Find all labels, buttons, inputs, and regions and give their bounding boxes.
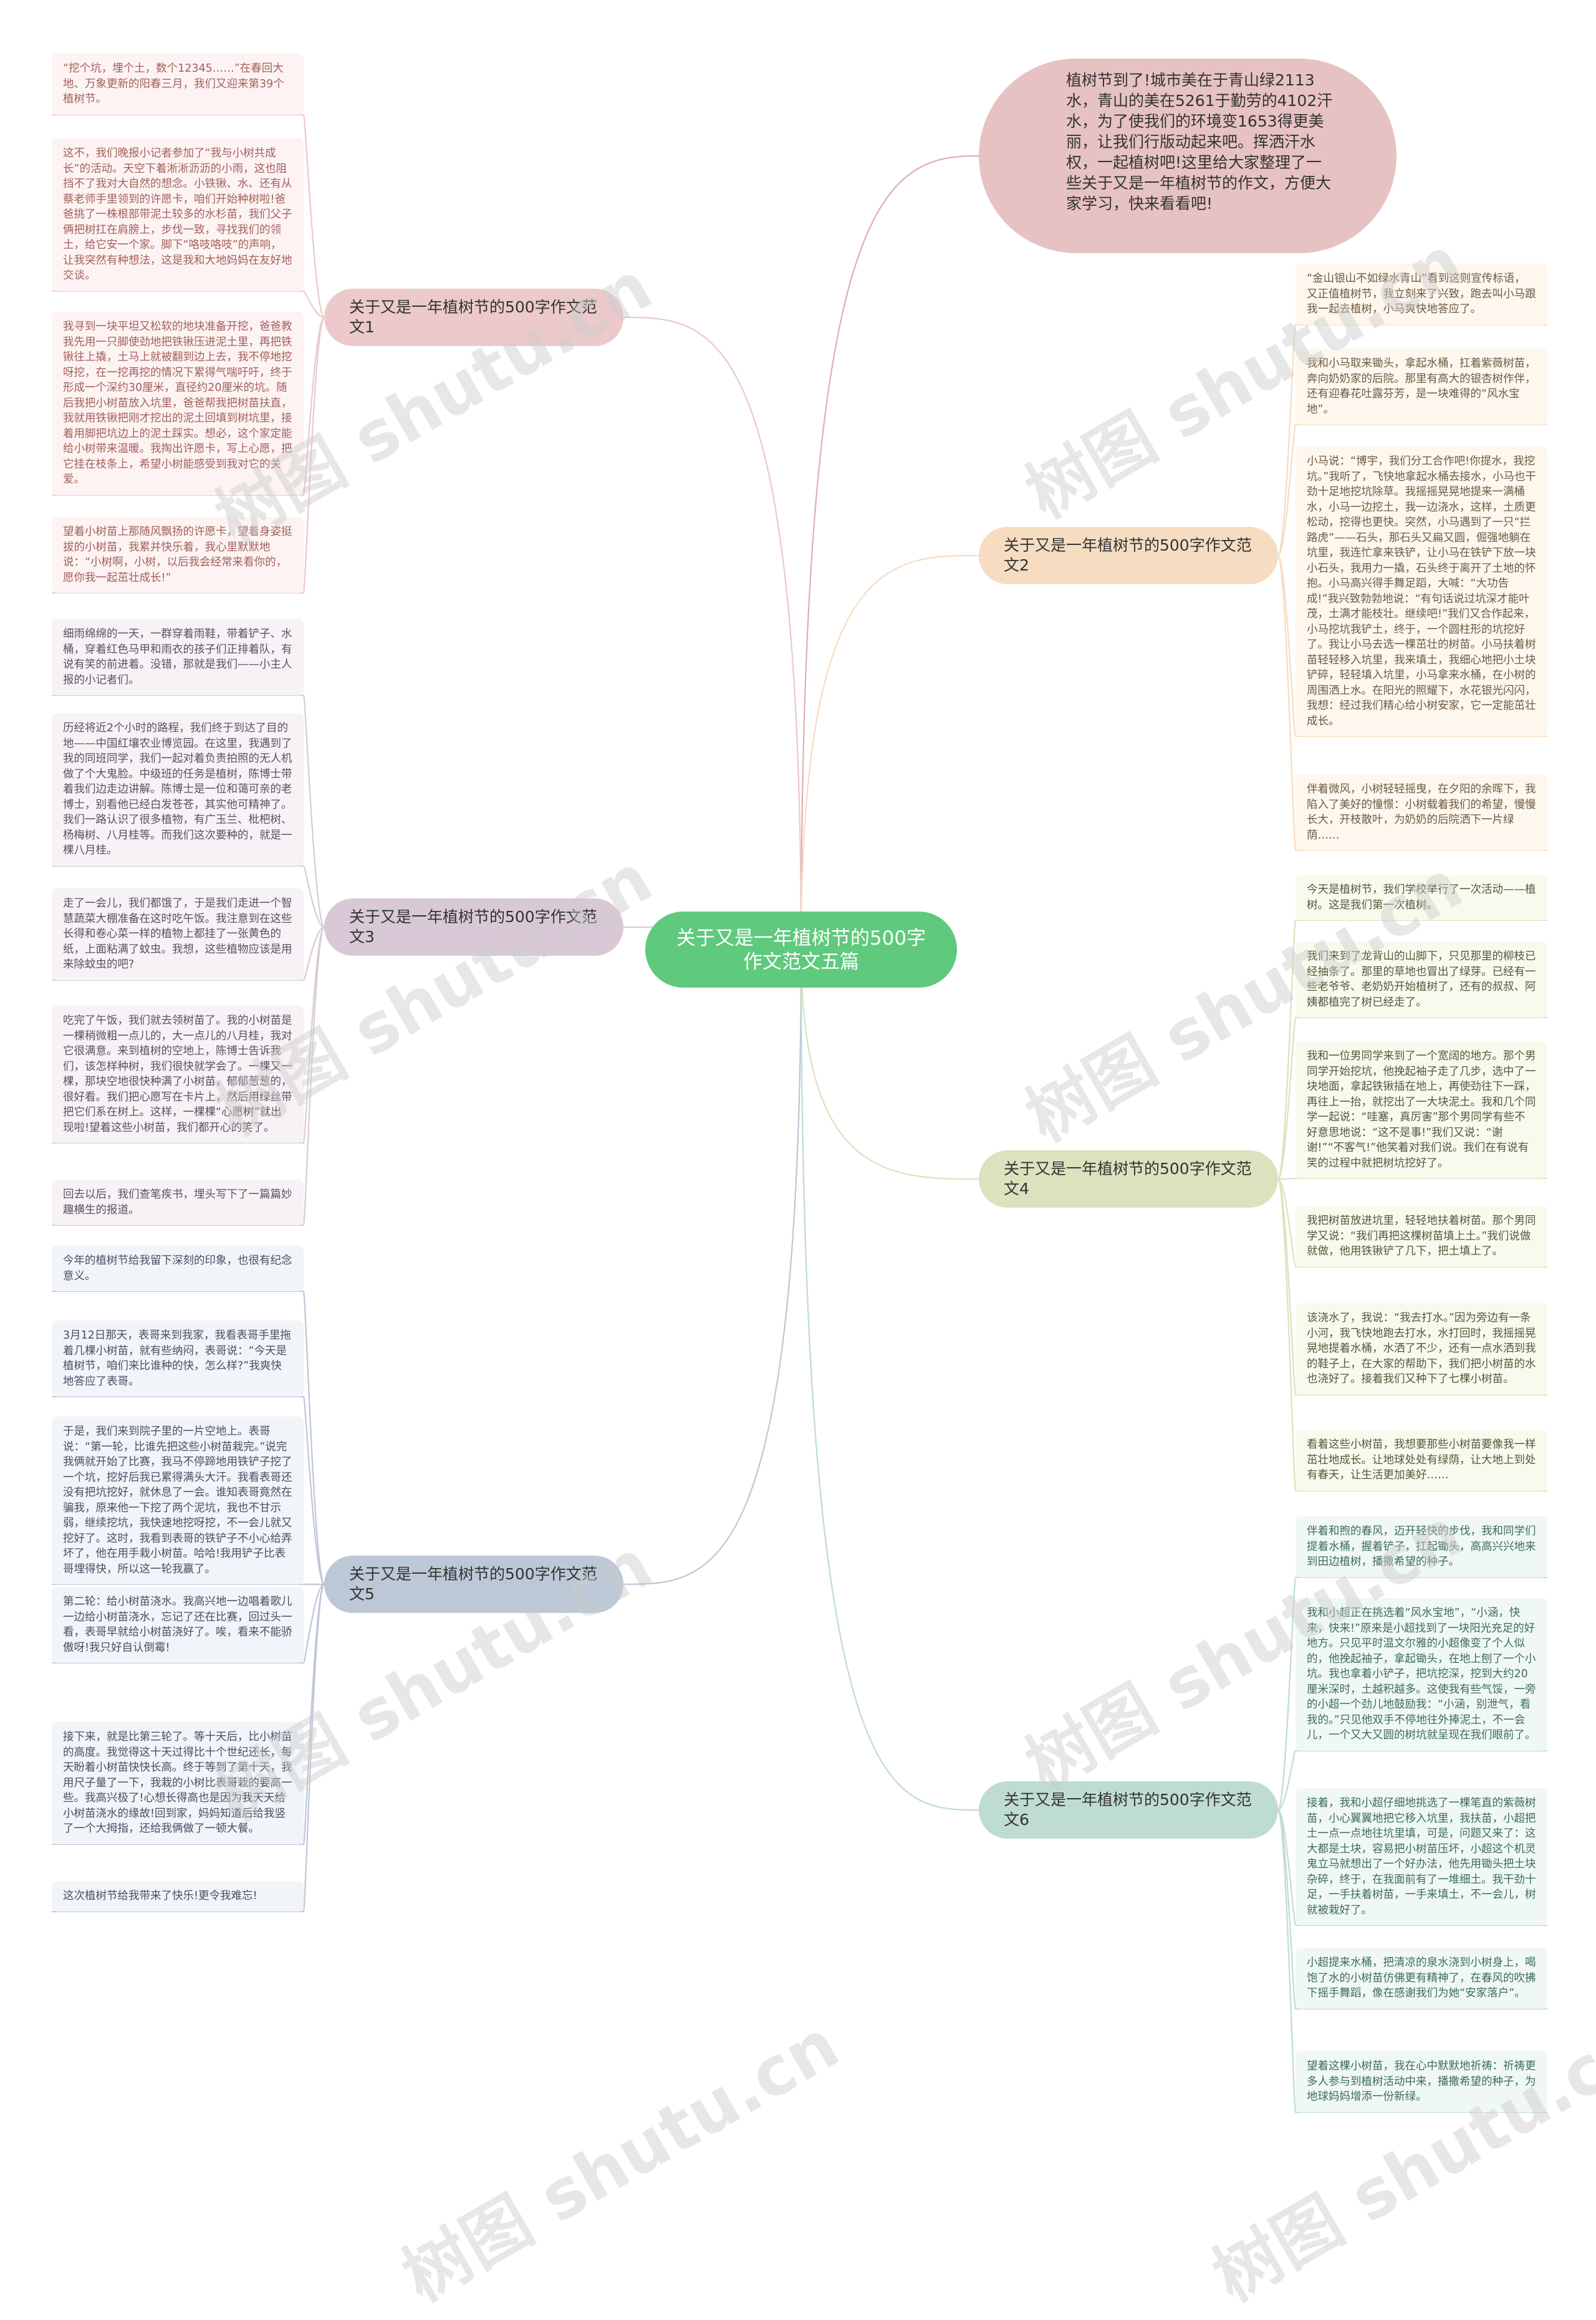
link-leaf (1277, 1178, 1297, 1492)
link-leaf (1277, 1177, 1296, 1180)
leaf-paragraph[interactable]: 走了一会儿，我们都饿了，于是我们走进一个智慧蔬菜大棚准备在这时吃午饭。我注意到在… (52, 888, 304, 980)
link-leaf (1277, 1576, 1297, 1811)
connector-lines (52, 113, 1547, 2114)
leaf-paragraph[interactable]: 小超提来水桶，把清凉的泉水浇到小树身上，喝饱了水的小树苗仿佛更有精神了，在春风的… (1296, 1948, 1547, 2009)
link-leaf (1277, 1016, 1297, 1180)
intro-node[interactable]: 植树节到了!城市美在于青山绿2113水，青山的美在5261于勤劳的4102汗水，… (979, 59, 1396, 253)
link-leaf (1277, 1809, 1297, 2010)
mind-map: 关于又是一年植树节的500字作文范文五篇 植树节到了!城市美在于青山绿2113水… (52, 54, 1596, 2317)
leaf-paragraph[interactable]: 伴着和煦的春风，迈开轻快的步伐，我和同学们提着水桶，握着铲子，扛起锄头，高高兴兴… (1296, 1516, 1547, 1577)
leaf-paragraph[interactable]: 这不，我们晚报小记者参加了“我与小树共成长”的活动。天空下着淅淅沥沥的小雨，这也… (52, 138, 304, 291)
leaf-paragraph[interactable]: 我和一位男同学来到了一个宽阔的地方。那个男同学开始挖坑，他挽起袖子走了几步，选中… (1296, 1041, 1547, 1178)
leaf-paragraph[interactable]: 这次植树节给我带来了快乐!更令我难忘! (52, 1881, 304, 1912)
leaf-paragraph[interactable]: 我把树苗放进坑里，轻轻地扶着树苗。那个男同学又说：“我们再把这棵树苗填上土。”我… (1296, 1206, 1547, 1267)
link-leaf (302, 926, 325, 1144)
leaf-paragraph[interactable]: 第二轮：给小树苗浇水。我高兴地一边唱着歌儿一边给小树苗浇水，忘记了还在比赛，回过… (52, 1587, 304, 1663)
link-leaf (1277, 919, 1297, 1180)
leaf-paragraph[interactable]: 回去以后，我们查笔疾书，埋头写下了一篇篇妙趣横生的报道。 (52, 1180, 304, 1225)
link-leaf (302, 926, 325, 1226)
branch-essay-3[interactable]: 关于又是一年植树节的500字作文范文3 (324, 898, 623, 956)
link-leaf (302, 316, 325, 594)
link-leaf (302, 1583, 325, 1846)
leaf-paragraph[interactable]: 今年的植树节给我留下深刻的印象，也很有纪念意义。 (52, 1246, 304, 1291)
link-leaf (302, 1395, 325, 1586)
leaf-paragraph[interactable]: 看着这些小树苗，我想要那些小树苗要像我一样茁壮地成长。让地球处处有绿荫，让大地上… (1296, 1430, 1547, 1491)
leaf-paragraph[interactable]: 今天是植树节，我们学校举行了一次活动——植树。这是我们第一次植树。 (1296, 875, 1547, 920)
link-branch-2 (800, 554, 979, 950)
leaf-paragraph[interactable]: 接着，我和小超仔细地挑选了一棵笔直的紫薇树苗，小心翼翼地把它移入坑里，我扶苗，小… (1296, 1788, 1547, 1925)
link-branch-1 (623, 316, 802, 950)
leaf-paragraph[interactable]: “金山银山不如绿水青山”看到这则宣传标语，又正值植树节，我立刻来了兴致，跑去叫小… (1296, 264, 1547, 325)
link-leaf (1277, 423, 1297, 557)
link-branch-5 (623, 949, 802, 1586)
leaf-paragraph[interactable]: 3月12日那天，表哥来到我家，我看表哥手里拖着几棵小树苗，就有些纳闷，表哥说：“… (52, 1321, 304, 1397)
leaf-paragraph[interactable]: 该浇水了，我说：“我去打水。”因为旁边有一条小河，我飞快地跑去打水，水打回时，我… (1296, 1303, 1547, 1395)
link-leaf (1277, 324, 1297, 557)
leaf-paragraph[interactable]: 我和小超正在挑选着“风水宝地”，“小涵，快来，快来!”原来是小超找到了一块阳光充… (1296, 1598, 1547, 1751)
leaf-paragraph[interactable]: 小马说：“博宇，我们分工合作吧!你提水，我挖坑。”我听了，飞快地拿起水桶去接水，… (1296, 446, 1547, 736)
link-leaf (302, 290, 325, 319)
link-leaf (1277, 554, 1297, 738)
leaf-paragraph[interactable]: 细雨绵绵的一天，一群穿着雨鞋，带着铲子、水桶，穿着红色马甲和雨衣的孩子们正排着队… (52, 619, 304, 695)
central-topic[interactable]: 关于又是一年植树节的500字作文范文五篇 (645, 912, 957, 988)
link-leaf (1277, 1809, 1297, 1927)
branch-essay-1[interactable]: 关于又是一年植树节的500字作文范文1 (324, 289, 623, 346)
link-leaf (302, 694, 325, 928)
branch-essay-6[interactable]: 关于又是一年植树节的500字作文范文6 (979, 1781, 1278, 1839)
link-leaf (302, 316, 325, 496)
link-leaf (302, 1583, 325, 1664)
branch-essay-4[interactable]: 关于又是一年植树节的500字作文范文4 (979, 1150, 1278, 1208)
leaf-paragraph[interactable]: 我寻到一块平坦又松软的地块准备开挖，爸爸教我先用一只脚使劲地把铁锹压进泥土里，再… (52, 312, 304, 495)
leaf-paragraph[interactable]: 望着这棵小树苗，我在心中默默地祈祷：祈祷更多人参与到植树活动中来，播撒希望的种子… (1296, 2051, 1547, 2112)
leaf-paragraph[interactable]: 伴着微风，小树轻轻摇曳，在夕阳的余晖下，我陷入了美好的憧憬：小树载着我们的希望，… (1296, 774, 1547, 850)
leaf-paragraph[interactable]: “挖个坑，埋个土，数个12345……”在春回大地、万象更新的阳春三月，我们又迎来… (52, 54, 304, 115)
leaf-paragraph[interactable]: 望着小树苗上那随风飘扬的许愿卡，望着身姿挺拔的小树苗，我累并快乐着，我心里默默地… (52, 517, 304, 593)
leaf-paragraph[interactable]: 我和小马取来锄头，拿起水桶，扛着紫薇树苗，奔向奶奶家的后院。那里有高大的银杏树作… (1296, 349, 1547, 425)
link-leaf (302, 926, 325, 981)
link-leaf (302, 1290, 325, 1586)
link-leaf (1277, 1750, 1297, 1811)
leaf-paragraph[interactable]: 历经将近2个小时的路程，我们终于到达了目的地——中国红壤农业博览园。在这里，我遇… (52, 713, 304, 866)
leaf-paragraph[interactable]: 我们来到了龙背山的山脚下，只见那里的柳枝已经抽条了。那里的草地也冒出了绿芽。已经… (1296, 941, 1547, 1018)
leaf-paragraph[interactable]: 接下来，就是比第三轮了。等十天后，比小树苗的高度。我觉得这十天过得比十个世纪还长… (52, 1722, 304, 1844)
link-leaf (302, 865, 325, 928)
branch-essay-2[interactable]: 关于又是一年植树节的500字作文范文2 (979, 527, 1278, 584)
link-intro (800, 155, 979, 950)
link-branch-4 (800, 949, 979, 1180)
leaf-paragraph[interactable]: 吃完了午饭，我们就去领树苗了。我的小树苗是一棵稍微粗一点儿的，大一点儿的八月桂，… (52, 1006, 304, 1143)
link-leaf (1277, 554, 1297, 852)
link-branch-6 (800, 949, 979, 1811)
link-leaf (1277, 1809, 1297, 2114)
link-leaf (302, 1583, 325, 1913)
link-leaf (302, 113, 325, 319)
link-leaf (1277, 1178, 1297, 1268)
leaf-paragraph[interactable]: 于是，我们来到院子里的一片空地上。表哥说：“第一轮，比谁先把这些小树苗栽完。”说… (52, 1417, 304, 1584)
link-leaf (1277, 1178, 1297, 1396)
branch-essay-5[interactable]: 关于又是一年植树节的500字作文范文5 (324, 1556, 623, 1613)
